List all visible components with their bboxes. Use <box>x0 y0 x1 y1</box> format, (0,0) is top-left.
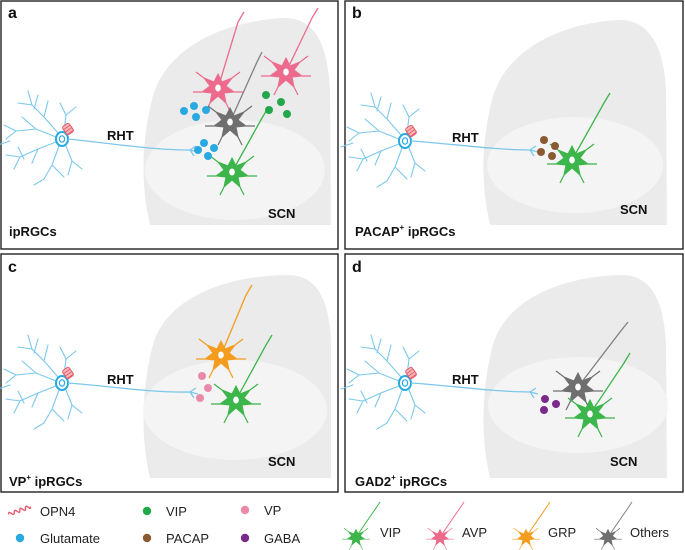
glutamate-dots <box>180 102 218 160</box>
legend-label-vp: VP <box>264 503 281 518</box>
legend-label-glutamate: Glutamate <box>40 531 100 546</box>
vip-neuron <box>564 397 616 438</box>
vp-dots <box>196 372 212 402</box>
legend-label-others-neuron: Others <box>630 525 670 540</box>
other-neuron <box>204 105 256 146</box>
scn-label: SCN <box>268 454 295 469</box>
legend-label-vip-neuron: VIP <box>380 525 401 540</box>
grp-neuron-icon <box>511 527 541 550</box>
panel-d: d RHT SCN GAD2+ ipRGCs <box>340 253 684 493</box>
gaba-dots <box>540 395 560 414</box>
rht-label: RHT <box>107 372 134 387</box>
rht-label: RHT <box>452 130 479 145</box>
rht-label: RHT <box>452 372 479 387</box>
opn4-coil-icon <box>7 505 32 516</box>
gaba-dot-icon <box>240 533 250 543</box>
rht-label: RHT <box>107 128 134 143</box>
rht-axon <box>410 140 539 157</box>
pacap-dots <box>537 136 559 160</box>
scn-label: SCN <box>268 206 295 221</box>
legend-label-pacap: PACAP <box>166 531 209 546</box>
other-neuron-icon <box>593 527 623 550</box>
scn-label: SCN <box>610 454 637 469</box>
cell-type-label: GAD2+ ipRGCs <box>355 473 447 489</box>
scn-label: SCN <box>620 202 647 217</box>
vp-dot-icon <box>240 505 250 515</box>
cell-type-label: ipRGCs <box>9 224 57 239</box>
vip-dots <box>262 91 291 118</box>
panel-letter: a <box>8 5 17 22</box>
legend-label-grp-neuron: GRP <box>548 525 576 540</box>
avp-neuron-icon <box>425 527 455 550</box>
vip-neuron-icon <box>341 527 371 550</box>
vip-neuron <box>210 383 262 424</box>
avp-neuron <box>192 71 244 112</box>
cell-type-label: VP+ ipRGCs <box>9 473 82 489</box>
grp-neuron <box>195 338 247 379</box>
panel-letter: b <box>352 5 362 22</box>
legend-label-opn4: OPN4 <box>40 504 75 519</box>
panel-b: b RHT SCN PACAP+ ipRGCs <box>340 0 684 250</box>
legend-label-gaba: GABA <box>264 531 300 546</box>
rht-axon <box>67 382 199 399</box>
panel-c: c RHT SCN VP+ ipRGCs <box>0 253 339 493</box>
other-neuron <box>552 370 604 411</box>
vip-neuron <box>206 155 258 196</box>
panel-letter: d <box>352 259 362 276</box>
legend-label-avp-neuron: AVP <box>462 525 487 540</box>
avp-neuron <box>260 55 312 96</box>
glutamate-dot-icon <box>15 533 25 543</box>
vip-dot-icon <box>142 506 152 516</box>
rht-axon <box>410 382 539 399</box>
legend: OPN4 Glutamate VIP PACAP VP GABA VIP AVP… <box>7 501 670 550</box>
scn-core <box>143 360 327 460</box>
panel-a: a RHT SCN ipRGCs <box>0 0 339 250</box>
cell-type-label: PACAP+ ipRGCs <box>355 223 456 239</box>
legend-label-vip: VIP <box>166 504 187 519</box>
panel-letter: c <box>8 259 17 276</box>
vip-neuron <box>546 143 598 184</box>
pacap-dot-icon <box>142 533 152 543</box>
